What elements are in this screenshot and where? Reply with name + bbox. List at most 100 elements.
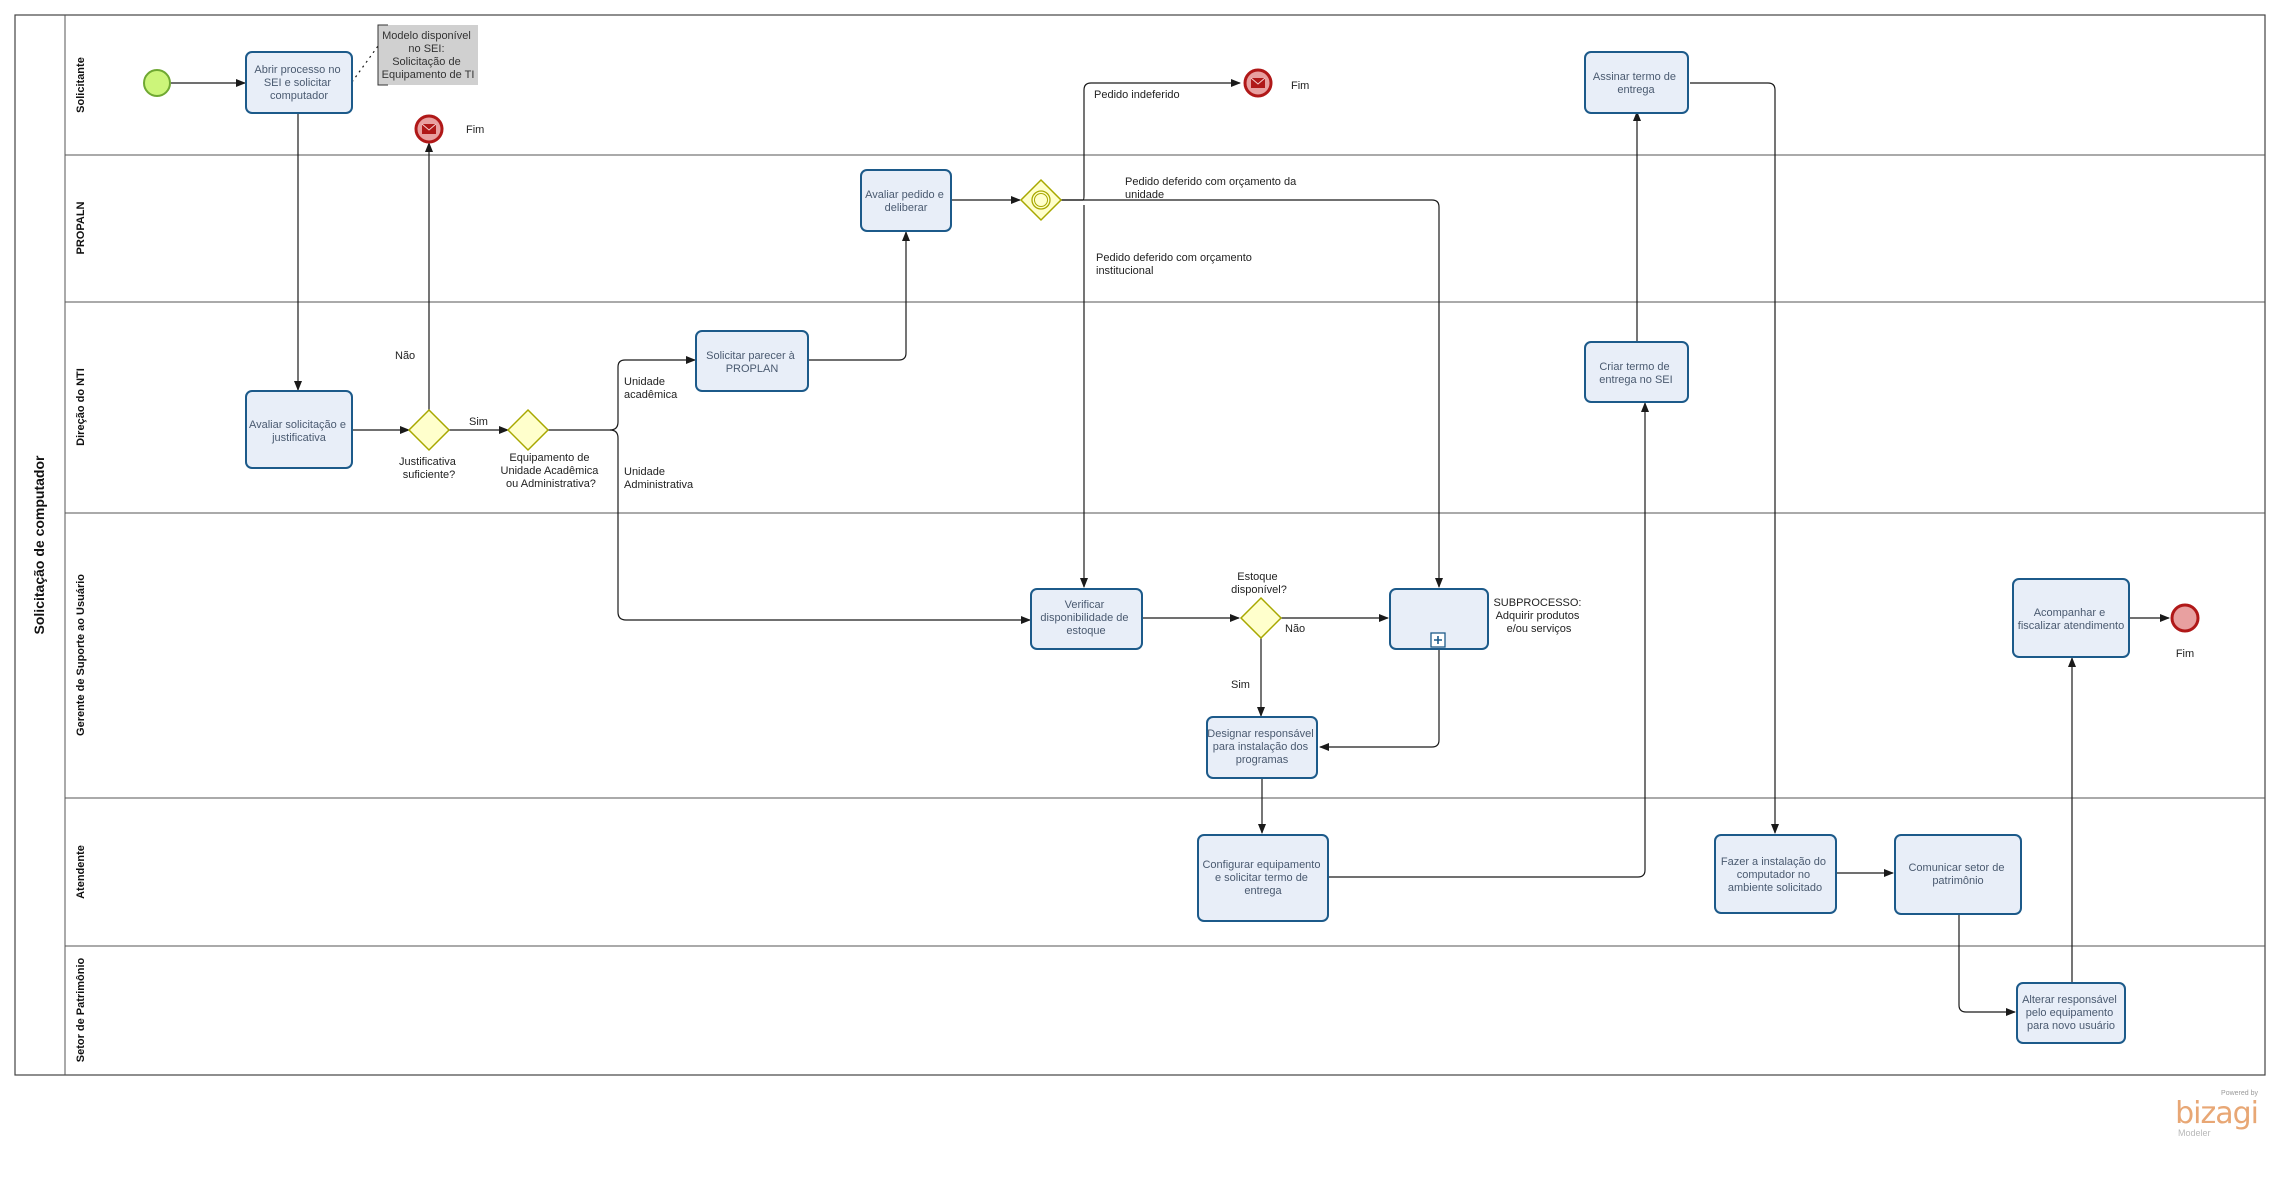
task-avaliar-solicitacao[interactable]: Avaliar solicitação e justificativa — [245, 390, 353, 469]
task-label: computador — [270, 90, 328, 102]
lane-atendente: Atendente — [75, 845, 87, 899]
gateway-label: suficiente? — [403, 469, 456, 481]
task-label: PROPLAN — [726, 363, 779, 375]
flow-label-deferido-institucional: institucional — [1096, 265, 1153, 277]
gateway-label: Equipamento de — [509, 452, 589, 464]
lane-gerente-suporte: Gerente de Suporte ao Usuário — [75, 574, 87, 736]
task-label: Criar termo de — [1599, 361, 1669, 373]
svg-text:Fazer a instalação do co: Fazer a instalação do computador no ambi… — [1721, 856, 1829, 894]
lane-labels: Solicitante PROPALN Direção do NTI Geren… — [75, 57, 87, 1062]
svg-text:Solicitar parecer à PROP: Solicitar parecer à PROPLAN — [706, 350, 798, 375]
task-label: deliberar — [885, 202, 928, 214]
pool: Solicitação de computador — [14, 14, 2266, 1076]
gateway-label: Unidade Acadêmica — [501, 465, 600, 477]
svg-text:Equipamento de Unidade A: Equipamento de Unidade Acadêmica ou Admi… — [501, 452, 602, 490]
task-assinar-termo[interactable]: Assinar termo de entrega — [1584, 51, 1689, 114]
svg-text:Alterar responsável pelo: Alterar responsável pelo equipamento par… — [2022, 994, 2120, 1032]
subprocess-label: Adquirir produtos — [1496, 610, 1580, 622]
task-label: justificativa — [271, 432, 327, 444]
flow-label-pedido-indeferido: Pedido indeferido — [1094, 89, 1180, 101]
message-icon — [1250, 77, 1266, 88]
flow-label-unidade-administrativa: Unidade — [624, 466, 665, 478]
gateway-label: Estoque — [1237, 571, 1277, 583]
plus-icon — [1430, 632, 1446, 648]
svg-text:Abrir processo no SEI e: Abrir processo no SEI e solicitar comput… — [254, 64, 343, 102]
task-criar-termo[interactable]: Criar termo de entrega no SEI — [1584, 341, 1689, 403]
flow-label-deferido-unidade: unidade — [1125, 189, 1164, 201]
gateway-equipamento[interactable]: Equipamento de Unidade Acadêmica ou Admi… — [501, 408, 602, 490]
task-label: Fazer a instalação do — [1721, 856, 1826, 868]
bizagi-logo: Powered by bizagi Modeler — [2170, 1090, 2270, 1140]
end-event-fim-1[interactable]: Fim — [414, 114, 484, 144]
svg-text:SUBPROCESSO: Adquirir pr: SUBPROCESSO: Adquirir produtos e/ou serv… — [1493, 597, 1584, 635]
task-comunicar-patrimonio[interactable]: Comunicar setor de patrimônio — [1894, 834, 2022, 915]
annotation-line-1: Modelo disponível — [382, 30, 471, 42]
task-label: Avaliar pedido e — [865, 189, 944, 201]
lane-direcao-nti: Direção do NTI — [75, 368, 87, 446]
flow-label-deferido-unidade: Pedido deferido com orçamento da — [1125, 176, 1297, 188]
task-avaliar-pedido[interactable]: Avaliar pedido e deliberar — [860, 169, 952, 232]
task-label: estoque — [1066, 625, 1105, 637]
gateway-estoque[interactable]: Estoque disponível? — [1231, 571, 1287, 640]
annotation-line-4: Equipamento de TI — [382, 69, 475, 81]
task-label: ambiente solicitado — [1728, 882, 1822, 894]
svg-text:Avaliar pedido e deliber: Avaliar pedido e deliberar — [865, 189, 947, 214]
svg-text:Verificar disponibilidad: Verificar disponibilidade de estoque — [1040, 599, 1131, 637]
start-event[interactable] — [143, 69, 171, 97]
task-label: Assinar termo de — [1593, 71, 1676, 83]
task-label: computador no — [1737, 869, 1810, 881]
flow-label-sim: Sim — [469, 416, 488, 428]
flow-label-nao: Não — [395, 350, 415, 362]
svg-text:Avaliar solicitação e ju: Avaliar solicitação e justificativa — [249, 419, 349, 444]
annotation-line-3: Solicitação de — [392, 56, 461, 68]
flow-label-sim-estoque: Sim — [1231, 679, 1250, 691]
task-label: Comunicar setor de — [1908, 862, 2004, 874]
task-label: entrega no SEI — [1599, 374, 1672, 386]
lane-solicitante: Solicitante — [75, 57, 87, 113]
message-icon — [421, 123, 437, 134]
sequence-flows — [171, 79, 2170, 1016]
gateway-label: Justificativa — [399, 456, 457, 468]
end-event-fim-2[interactable]: Fim — [1243, 68, 1309, 98]
gateway-event-based[interactable] — [1019, 178, 1063, 222]
brand-product: Modeler — [2178, 1128, 2211, 1138]
task-solicitar-parecer[interactable]: Solicitar parecer à PROPLAN — [695, 330, 809, 392]
svg-text:Criar termo de entrega n: Criar termo de entrega no SEI — [1599, 361, 1672, 386]
task-verificar-estoque[interactable]: Verificar disponibilidade de estoque — [1030, 588, 1143, 650]
task-label: Acompanhar e — [2034, 607, 2106, 619]
svg-text:Pedido deferido com orçamento: Pedido deferido com orçamento da unidade — [1125, 176, 1299, 201]
end-event-fim-3[interactable]: Fim — [2170, 603, 2200, 660]
svg-text:Estoque disponível?: Estoque disponível? — [1231, 571, 1287, 596]
task-fazer-instalacao[interactable]: Fazer a instalação do computador no ambi… — [1714, 834, 1837, 914]
lane-setor-patrimonio: Setor de Patrimônio — [75, 957, 87, 1062]
subprocess-adquirir[interactable]: SUBPROCESSO: Adquirir produtos e/ou serv… — [1389, 588, 1585, 650]
gateway-justificativa[interactable]: Justificativa suficiente? — [399, 408, 459, 481]
svg-text:Configurar equipamento e: Configurar equipamento e solicitar termo… — [1202, 859, 1323, 897]
svg-text:Assinar termo de entrega: Assinar termo de entrega — [1593, 71, 1679, 96]
task-label: Avaliar solicitação e — [249, 419, 346, 431]
task-label: pelo equipamento — [2026, 1007, 2113, 1019]
svg-text:Acompanhar e fiscalizar: Acompanhar e fiscalizar atendimento — [2018, 607, 2124, 632]
task-designar-responsavel[interactable]: Designar responsável para instalação dos… — [1206, 716, 1318, 779]
svg-text:Modelo disponível no SEI: Modelo disponível no SEI: Solicitação de… — [382, 30, 475, 81]
end-label-fim-2: Fim — [1291, 80, 1309, 92]
svg-text:Justificativa suficiente: Justificativa suficiente? — [399, 456, 459, 481]
flow-label-nao-estoque: Não — [1285, 623, 1305, 635]
flow-label-unidade-administrativa: Administrativa — [624, 479, 694, 491]
flow-label-deferido-institucional: Pedido deferido com orçamento — [1096, 252, 1252, 264]
task-label: SEI e solicitar — [264, 77, 332, 89]
annotation-line-2: no SEI: — [408, 43, 444, 55]
task-alterar-responsavel[interactable]: Alterar responsável pelo equipamento par… — [2016, 982, 2126, 1044]
task-abrir-processo[interactable]: Abrir processo no SEI e solicitar comput… — [245, 51, 353, 114]
pool-title: Solicitação de computador — [31, 455, 47, 634]
task-label: para instalação dos — [1213, 741, 1309, 753]
subprocess-label: e/ou serviços — [1507, 623, 1572, 635]
task-configurar-equipamento[interactable]: Configurar equipamento e solicitar termo… — [1197, 834, 1329, 922]
gateway-label: disponível? — [1231, 584, 1287, 596]
task-acompanhar-atendimento[interactable]: Acompanhar e fiscalizar atendimento — [2012, 578, 2130, 658]
svg-text:Pedido deferido com orçamento: Pedido deferido com orçamento institucio… — [1096, 252, 1255, 277]
flow-label-unidade-academica: acadêmica — [624, 389, 678, 401]
task-label: Configurar equipamento — [1202, 859, 1320, 871]
flow-labels: Não Sim Unidade acadêmica Unidade Admini… — [395, 89, 1305, 691]
